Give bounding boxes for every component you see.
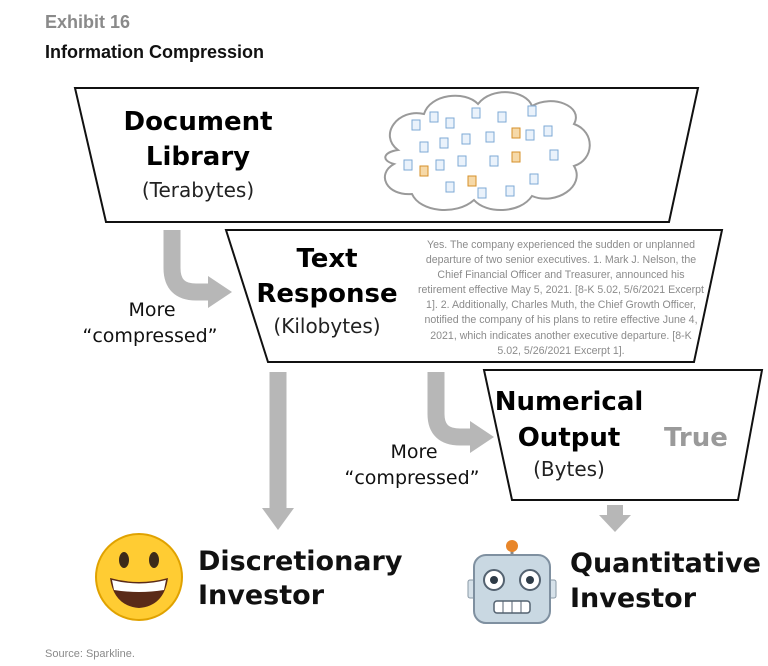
arrow-text-to-numerical	[427, 372, 494, 453]
numerical-output-value: True	[664, 423, 728, 453]
robot-face-icon	[467, 540, 557, 624]
text-response-title-line2: Response	[256, 279, 397, 309]
numerical-output-funnel	[482, 369, 764, 501]
compressed-label-2: “compressed”	[345, 467, 480, 489]
text-response-funnel	[224, 229, 724, 363]
quantitative-investor-label-line2: Investor	[570, 583, 697, 614]
arrow-library-to-text	[163, 230, 232, 308]
document-library-title-line2: Library	[146, 142, 250, 172]
text-response-unit: (Kilobytes)	[273, 314, 380, 338]
text-response-sample: Yes. The company experienced the sudden …	[418, 239, 704, 357]
document-library-title: Document	[123, 107, 272, 137]
source-note: Source: Sparkline.	[45, 648, 135, 660]
numerical-output-title: Numerical	[495, 387, 644, 417]
document-cloud-icon	[383, 91, 591, 212]
document-library-unit: (Terabytes)	[142, 178, 254, 202]
compressed-label-1: “compressed”	[83, 325, 218, 347]
quantitative-investor-label: Quantitative	[570, 548, 761, 579]
numerical-output-unit: (Bytes)	[533, 457, 605, 481]
more-label-1: More	[128, 299, 175, 321]
discretionary-investor-label-line2: Investor	[198, 580, 325, 611]
numerical-output-title-line2: Output	[518, 423, 621, 453]
arrow-text-to-discretionary	[262, 372, 294, 530]
text-response-title: Text	[296, 244, 357, 274]
grinning-face-icon	[95, 533, 183, 621]
exhibit-title: Information Compression	[45, 42, 265, 62]
arrow-numerical-to-quantitative	[599, 505, 631, 532]
discretionary-investor-label: Discretionary	[198, 546, 403, 577]
more-label-2: More	[390, 441, 437, 463]
exhibit-number: Exhibit 16	[45, 12, 131, 32]
